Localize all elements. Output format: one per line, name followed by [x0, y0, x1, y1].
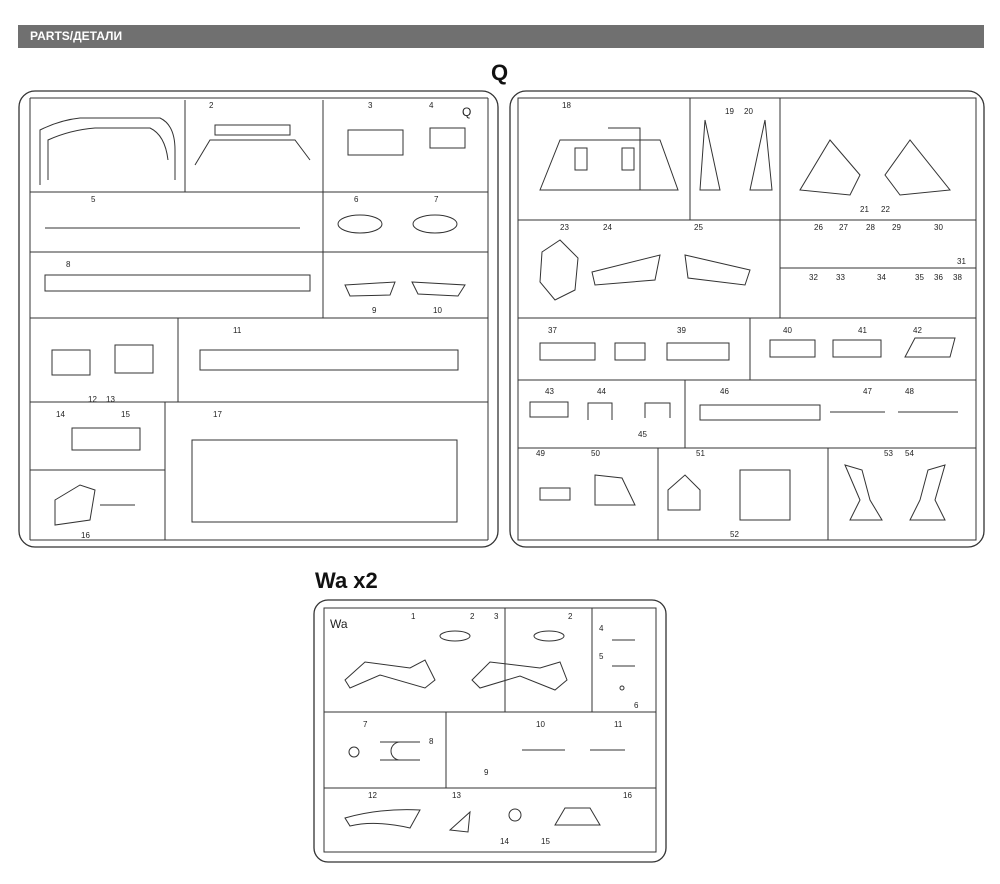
part-label: 15	[541, 837, 550, 846]
sprue-q-left-numbers: 2 3 4 5 6 7 8 9 10 11 12 13 14 15 16 17	[56, 101, 442, 540]
part-label: 35	[915, 273, 924, 282]
part-label: 21	[860, 205, 869, 214]
part-label: 14	[500, 837, 509, 846]
part-label: 23	[560, 223, 569, 232]
part-label: 4	[599, 624, 604, 633]
part-label: 41	[858, 326, 867, 335]
part-label: 29	[892, 223, 901, 232]
part-label: 15	[121, 410, 130, 419]
part-label: 5	[599, 652, 604, 661]
part-label: 38	[953, 273, 962, 282]
part-label: 47	[863, 387, 872, 396]
part-label: 12	[368, 791, 377, 800]
sprue-wa-mark: Wa	[330, 617, 348, 631]
part-label: 27	[839, 223, 848, 232]
part-label: 2	[568, 612, 573, 621]
part-label: 53	[884, 449, 893, 458]
part-label: 3	[368, 101, 373, 110]
sprue-q-left-mark: Q	[462, 105, 471, 119]
part-label: 8	[66, 260, 71, 269]
part-label: 40	[783, 326, 792, 335]
part-label: 9	[372, 306, 377, 315]
part-label: 39	[677, 326, 686, 335]
part-label: 50	[591, 449, 600, 458]
part-label: 25	[694, 223, 703, 232]
part-label: 13	[452, 791, 461, 800]
part-label: 34	[877, 273, 886, 282]
part-label: 46	[720, 387, 729, 396]
part-label: 6	[354, 195, 359, 204]
part-label: 30	[934, 223, 943, 232]
part-label: 4	[429, 101, 434, 110]
part-label: 45	[638, 430, 647, 439]
section-header-title: PARTS/ДЕТАЛИ	[30, 29, 123, 43]
sprue-q-left	[18, 90, 499, 548]
part-label: 13	[106, 395, 115, 404]
section-header-bar: PARTS/ДЕТАЛИ	[18, 25, 984, 48]
sprue-q-right-numbers: 18 19 20 21 22 23 24 25 26 27 28 29 30 3…	[536, 101, 966, 539]
sprue-wa-numbers: 1 2 3 2 4 5 6 7 8 9 10 11 12 13 14 15 16	[363, 612, 639, 846]
part-label: 26	[814, 223, 823, 232]
part-label: 16	[81, 531, 90, 540]
part-label: 31	[957, 257, 966, 266]
part-label: 37	[548, 326, 557, 335]
part-label: 52	[730, 530, 739, 539]
part-label: 10	[433, 306, 442, 315]
part-label: 5	[91, 195, 96, 204]
part-label: 7	[363, 720, 368, 729]
part-label: 17	[213, 410, 222, 419]
part-label: 54	[905, 449, 914, 458]
sprue-q-title: Q	[491, 60, 509, 85]
part-label: 36	[934, 273, 943, 282]
part-label: 10	[536, 720, 545, 729]
part-label: 14	[56, 410, 65, 419]
part-label: 49	[536, 449, 545, 458]
part-label: 44	[597, 387, 606, 396]
part-label: 11	[614, 720, 623, 729]
part-label: 19	[725, 107, 734, 116]
part-label: 51	[696, 449, 705, 458]
part-label: 48	[905, 387, 914, 396]
part-label: 22	[881, 205, 890, 214]
part-label: 43	[545, 387, 554, 396]
part-label: 1	[411, 612, 416, 621]
part-label: 9	[484, 768, 489, 777]
part-label: 16	[623, 791, 632, 800]
part-label: 7	[434, 195, 439, 204]
sprue-wa-title: Wa x2	[315, 568, 378, 593]
part-label: 12	[88, 395, 97, 404]
part-label: 18	[562, 101, 571, 110]
sprue-wa	[313, 599, 667, 863]
part-label: 42	[913, 326, 922, 335]
part-label: 24	[603, 223, 612, 232]
part-label: 20	[744, 107, 753, 116]
part-label: 3	[494, 612, 499, 621]
part-label: 33	[836, 273, 845, 282]
part-label: 28	[866, 223, 875, 232]
part-label: 2	[470, 612, 475, 621]
sprue-q-right	[509, 90, 985, 548]
part-label: 11	[233, 326, 242, 335]
part-label: 6	[634, 701, 639, 710]
part-label: 32	[809, 273, 818, 282]
part-label: 8	[429, 737, 434, 746]
part-label: 2	[209, 101, 214, 110]
